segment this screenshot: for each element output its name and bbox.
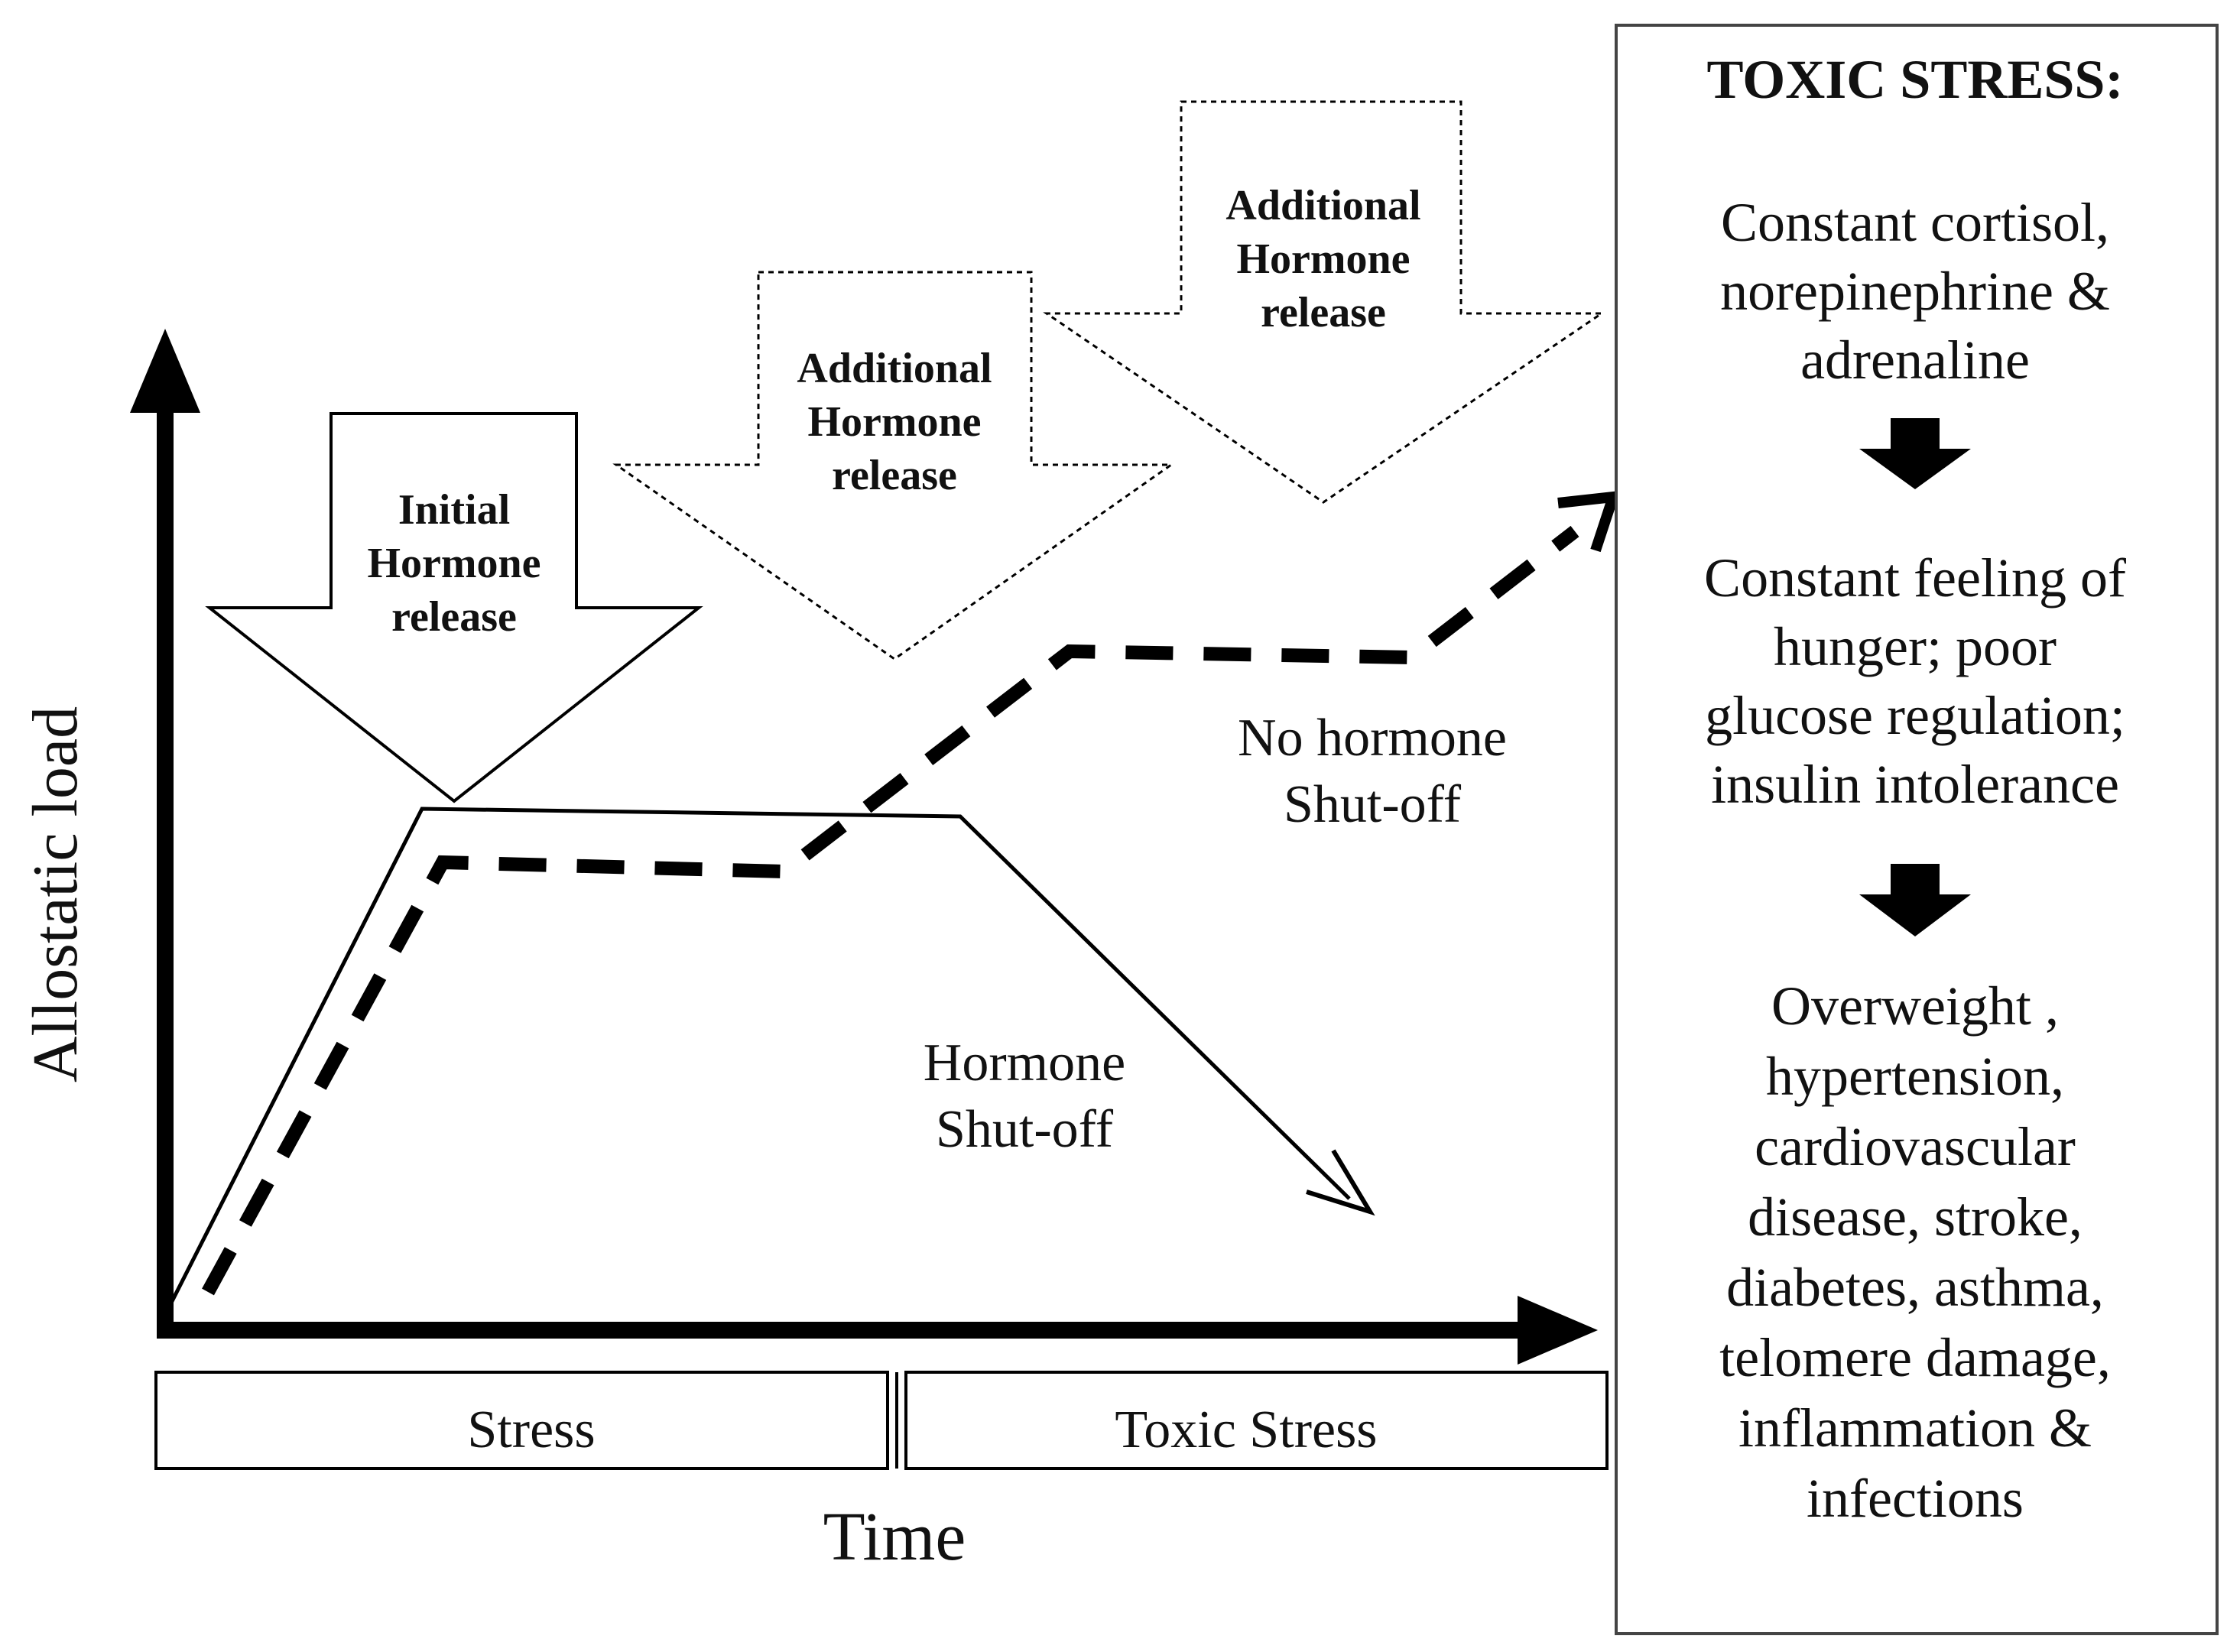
panel-block3-line: disease, stroke, — [1748, 1186, 2083, 1248]
x-axis-label: Time — [823, 1499, 966, 1575]
hormone-arrow-initial: Initial Hormone release — [205, 412, 703, 803]
x-axis-arrowhead — [1518, 1296, 1598, 1365]
arrow-shape — [1043, 100, 1605, 504]
down-arrow-icon — [1859, 864, 1971, 936]
panel-block3-line: diabetes, asthma, — [1726, 1257, 2104, 1318]
shut-off-line — [163, 807, 1351, 1316]
arrow-label-line: release — [391, 593, 517, 641]
arrow-label-line: Hormone — [807, 398, 981, 446]
arrow-label-line: Initial — [398, 486, 510, 534]
arrow-label-line: Additional — [1225, 182, 1420, 229]
panel-block3-line: Overweight , — [1771, 975, 2059, 1037]
panel-block3-line: hypertension, — [1766, 1046, 2064, 1107]
shut-off-arrowhead — [1306, 1149, 1375, 1216]
curve-hormone-shut-off — [163, 807, 1375, 1316]
panel-block3-line: telomere damage, — [1719, 1327, 2111, 1388]
toxic-stress-panel: TOXIC STRESS: Constant cortisol, norepin… — [1615, 24, 2219, 1635]
y-axis-arrowhead — [130, 329, 200, 413]
arrow-label-line: Additional — [797, 345, 992, 392]
panel-frame — [1615, 24, 2219, 1635]
arrow-label-line: release — [832, 452, 957, 499]
arrow-label-line: Hormone — [1236, 235, 1410, 283]
panel-block1-line: adrenaline — [1800, 329, 2030, 391]
no-shut-off-arrowhead — [1557, 490, 1622, 553]
label-shut-off-line: Shut-off — [936, 1100, 1114, 1159]
panel-block1-line: norepinephrine & — [1720, 261, 2110, 322]
no-shut-off-line — [202, 525, 1579, 1296]
panel-block2-line: insulin intolerance — [1711, 754, 2119, 815]
panel-block3-line: cardiovascular — [1755, 1116, 2076, 1177]
label-no-shut-off-line: No hormone — [1238, 709, 1507, 768]
arrow-shape — [612, 271, 1175, 660]
arrow-label-line: Hormone — [367, 540, 541, 587]
label-shut-off-line: Hormone — [924, 1034, 1125, 1092]
hormone-arrow-additional-2: Additional Hormone release — [1043, 100, 1605, 504]
phase-label-stress: Stress — [467, 1400, 595, 1459]
curve-no-hormone-shut-off — [202, 490, 1622, 1296]
panel-title: TOXIC STRESS: — [1707, 49, 2124, 110]
label-no-shut-off-line: Shut-off — [1284, 775, 1462, 834]
phase-box-toxic-stress — [904, 1371, 1609, 1470]
panel-block3-line: inflammation & — [1738, 1397, 2092, 1459]
y-axis-label: Allostatic load — [20, 706, 91, 1082]
panel-block3-line: infections — [1807, 1468, 2024, 1529]
phase-bar: Stress Toxic Stress — [154, 1371, 1609, 1470]
arrow-label-line: release — [1261, 289, 1386, 336]
phase-label-toxic-stress: Toxic Stress — [1115, 1400, 1377, 1459]
arrow-shape — [205, 412, 703, 803]
hormone-arrow-additional-1: Additional Hormone release — [612, 271, 1175, 660]
panel-block2-line: hunger; poor — [1774, 616, 2057, 677]
panel-block2-line: Constant feeling of — [1704, 547, 2126, 609]
axes — [130, 329, 1598, 1365]
down-arrow-icon — [1859, 418, 1971, 489]
phase-box-stress — [154, 1371, 889, 1470]
panel-block2-line: glucose regulation; — [1705, 685, 2125, 746]
panel-block1-line: Constant cortisol, — [1721, 192, 2109, 253]
